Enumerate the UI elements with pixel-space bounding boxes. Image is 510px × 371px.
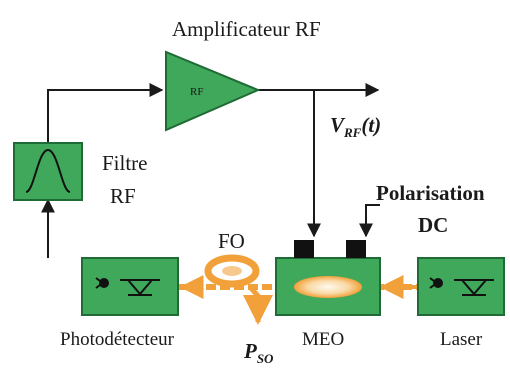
filter-label-line1: Filtre bbox=[102, 151, 148, 175]
polarisation-label-line2: DC bbox=[418, 213, 448, 237]
pso-label: PSO bbox=[243, 339, 274, 366]
fiber-label: FO bbox=[218, 229, 245, 253]
vrf-arg: (t) bbox=[361, 113, 381, 137]
amplifier-triangle bbox=[165, 50, 261, 132]
polarisation-label-line1: Polarisation bbox=[376, 181, 485, 205]
vrf-label: VRF(t) bbox=[330, 113, 381, 140]
filter-label-line2: RF bbox=[110, 184, 136, 208]
modulator-waveguide-glow bbox=[294, 276, 362, 298]
output-tap bbox=[243, 285, 273, 325]
modulator-dc-electrode bbox=[346, 240, 366, 258]
laser-diode-icon bbox=[429, 277, 494, 296]
vrf-sub: RF bbox=[343, 125, 362, 140]
modulator-rf-electrode bbox=[294, 240, 314, 258]
amplifier-symbol: RF bbox=[190, 86, 203, 98]
photodiode-icon bbox=[95, 277, 160, 296]
vrf-main: V bbox=[330, 113, 346, 137]
pso-main: P bbox=[243, 339, 257, 363]
photodetector-label: Photodétecteur bbox=[60, 329, 175, 350]
fiber-coil bbox=[204, 254, 260, 288]
modulator-label: MEO bbox=[302, 329, 344, 350]
wire-filter-to-amplifier bbox=[47, 83, 164, 143]
amplifier-label: Amplificateur RF bbox=[172, 17, 321, 41]
modulator-box bbox=[275, 257, 381, 316]
pso-sub: SO bbox=[257, 351, 274, 366]
fiber-coil-inner bbox=[222, 266, 242, 276]
laser-label: Laser bbox=[440, 329, 483, 350]
wire-dc-polarisation bbox=[359, 204, 380, 238]
bandpass-icon bbox=[25, 148, 71, 193]
filter-box bbox=[13, 142, 83, 201]
